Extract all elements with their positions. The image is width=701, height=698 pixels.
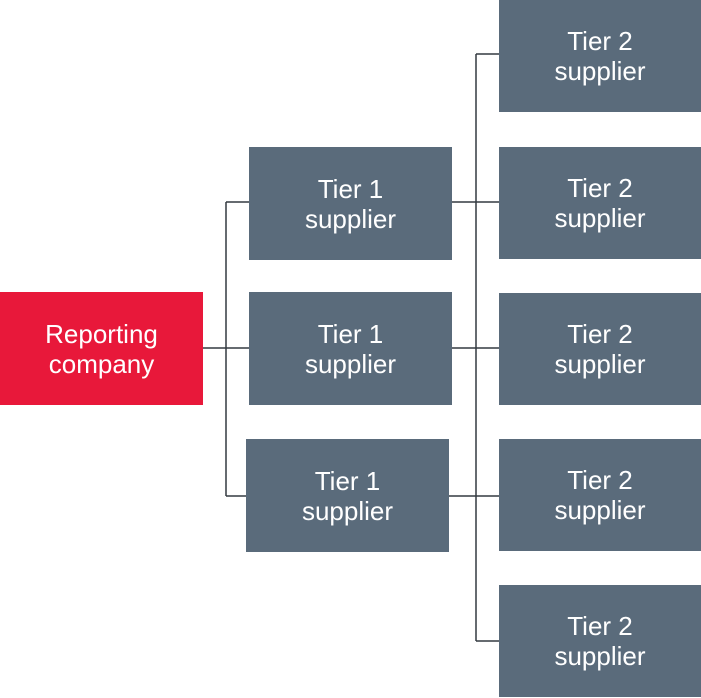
tier2-supplier-box-4: Tier 2 supplier [499,439,701,551]
tier2-supplier-line1: Tier 2 [567,173,633,203]
tier2-supplier-box-5: Tier 2 supplier [499,585,701,697]
tier2-supplier-line2: supplier [554,641,646,671]
tier1-supplier-line1: Tier 1 [317,318,384,349]
tier1-supplier-line1: Tier 1 [314,465,381,496]
tier1-supplier-box-2: Tier 1 supplier [249,292,452,405]
tier2-supplier-line1: Tier 2 [567,611,633,641]
tier1-supplier-box-3: Tier 1 supplier [246,439,449,552]
reporting-company-line2: company [48,348,155,379]
reporting-company-line1: Reporting [45,318,158,349]
reporting-company-box: Reporting company [0,292,203,405]
tier2-supplier-box-3: Tier 2 supplier [499,293,701,405]
tier2-supplier-box-2: Tier 2 supplier [499,147,701,259]
tier2-supplier-line2: supplier [554,56,646,86]
tier2-supplier-line1: Tier 2 [567,26,633,56]
tier2-supplier-line1: Tier 2 [567,465,633,495]
tier2-supplier-line2: supplier [554,495,646,525]
tier1-supplier-box-1: Tier 1 supplier [249,147,452,260]
tier1-supplier-line2: supplier [304,203,397,234]
tier2-supplier-line2: supplier [554,203,646,233]
tier1-supplier-line1: Tier 1 [317,173,384,204]
tier1-supplier-line2: supplier [304,348,397,379]
tier2-supplier-line2: supplier [554,349,646,379]
tier2-supplier-line1: Tier 2 [567,319,633,349]
tier1-supplier-line2: supplier [301,495,394,526]
tier2-supplier-box-1: Tier 2 supplier [499,0,701,112]
